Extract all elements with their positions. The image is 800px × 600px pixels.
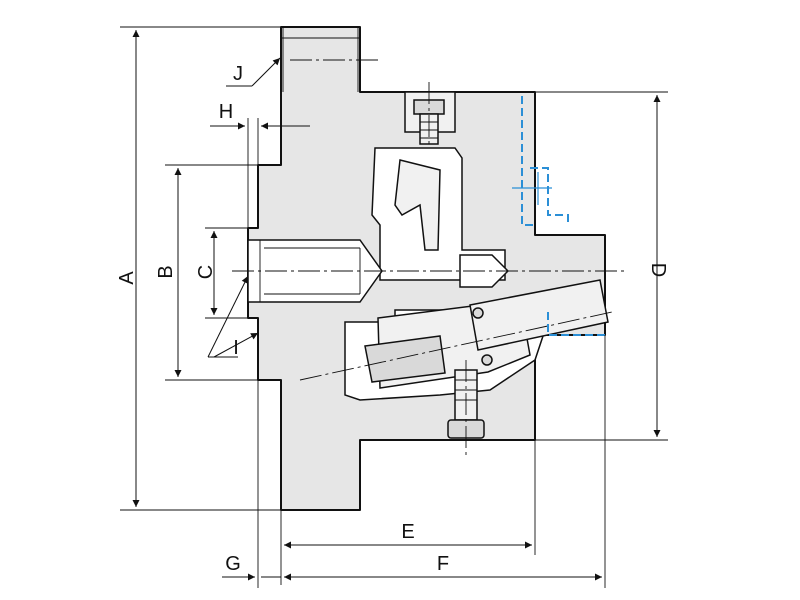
dimension-e: E	[280, 440, 536, 585]
internal-cavity	[371, 147, 506, 281]
label-f: F	[437, 553, 449, 575]
label-h: H	[219, 101, 233, 123]
cylinder-piston	[364, 335, 446, 383]
clamp-arm	[394, 159, 441, 251]
upper-bolt-assembly	[404, 82, 456, 152]
dimension-b: B	[155, 164, 258, 381]
label-e: E	[401, 521, 414, 543]
dimension-c: C	[195, 227, 248, 319]
dimension-f: F	[284, 335, 606, 588]
label-i: I	[233, 337, 239, 359]
dimension-d: D	[535, 91, 669, 441]
label-d: D	[647, 263, 669, 277]
label-c: C	[195, 265, 217, 279]
seal-top	[472, 307, 484, 319]
label-j: J	[233, 63, 243, 85]
cylinder-rod	[469, 279, 609, 351]
lower-bolt-assembly	[447, 360, 485, 455]
label-b: B	[155, 265, 177, 278]
label-a: A	[116, 271, 138, 285]
dimension-g: G	[222, 380, 281, 588]
label-g: G	[225, 553, 241, 575]
dimension-a: A	[116, 26, 281, 511]
dimension-j: J	[226, 57, 281, 87]
dimension-h: H	[210, 101, 310, 228]
hidden-features	[512, 96, 605, 336]
dimension-i: I	[207, 275, 259, 359]
lower-cavity	[299, 279, 613, 401]
seal-bottom	[481, 354, 493, 366]
